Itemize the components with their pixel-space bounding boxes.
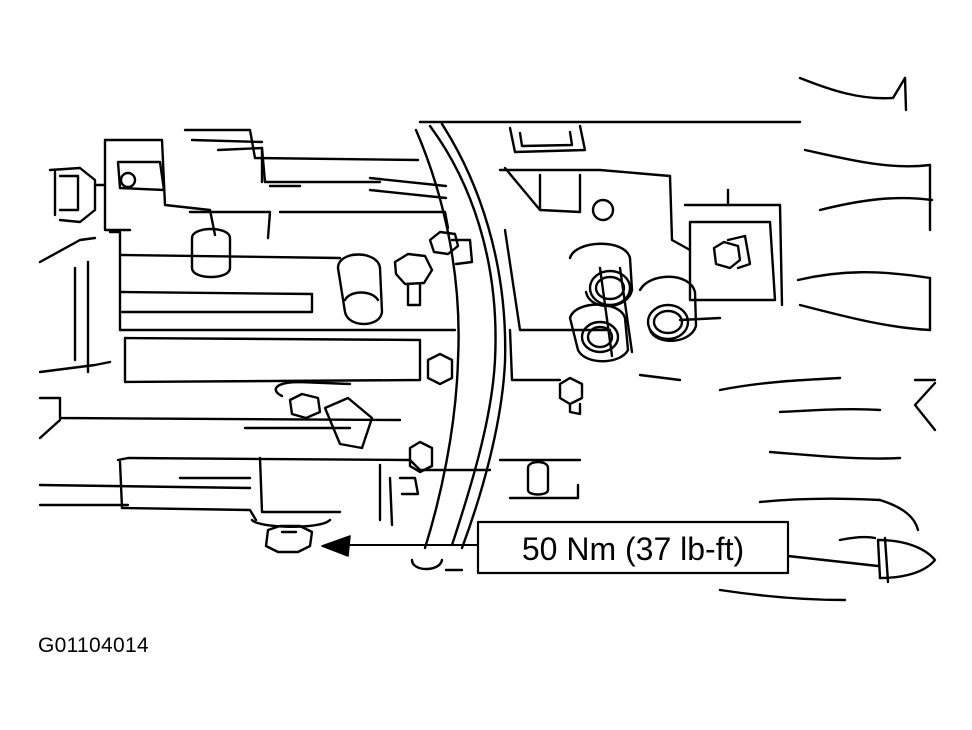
- transmission-housing: [414, 120, 802, 550]
- shift-linkage-assembly: [48, 128, 457, 384]
- outer-contour-lines: [718, 76, 937, 602]
- bolts: [274, 230, 752, 496]
- torque-leader-arrow: [321, 535, 479, 572]
- torque-callout-box: [476, 520, 790, 575]
- torque-spec-label: 50 Nm (37 lb-ft): [522, 531, 744, 567]
- figure-id-label: G01104014: [38, 634, 149, 657]
- boss-cylinders: [190, 198, 698, 496]
- right-cone-fitting: [786, 535, 937, 584]
- drain-plug-bolt: [250, 518, 332, 554]
- torque-callout: 50 Nm (37 lb-ft): [476, 520, 790, 575]
